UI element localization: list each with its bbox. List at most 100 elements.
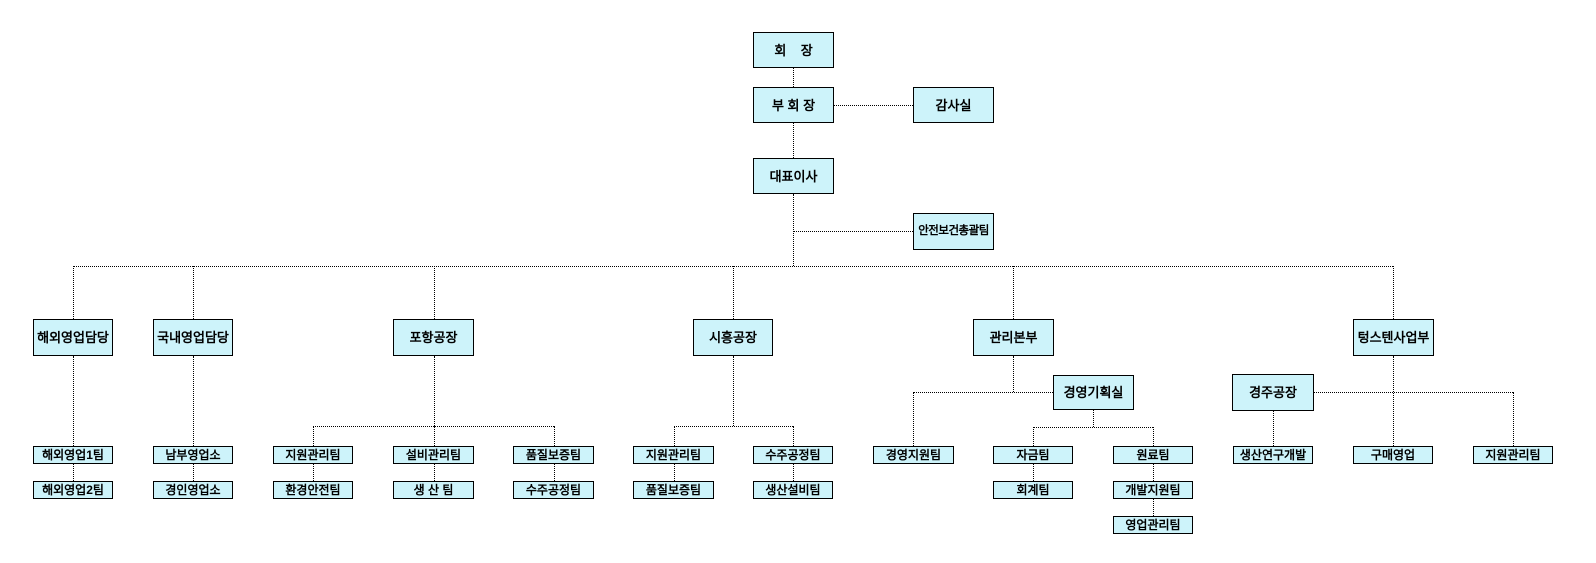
production-rnd-box: 생산연구개발	[1233, 446, 1313, 464]
connector-line-vertical	[1153, 464, 1154, 481]
tungsten-support-mgmt-team-box: 지원관리팀	[1473, 446, 1553, 464]
finance-team-label: 자금팀	[1016, 448, 1050, 462]
siheung-order-process-team-label: 수주공정팀	[765, 448, 821, 462]
facility-mgmt-team-label: 설비관리팀	[405, 448, 462, 462]
chairman-label: 회 장	[774, 42, 813, 58]
connector-line-horizontal	[313, 426, 554, 427]
pohang-quality-assurance-team-label: 품질보증팀	[525, 448, 582, 462]
connector-line-vertical	[913, 392, 914, 446]
production-rnd-label: 생산연구개발	[1239, 448, 1307, 462]
chairman-box: 회 장	[753, 32, 834, 68]
ceo-label: 대표이사	[769, 168, 818, 184]
purchasing-sales-label: 구매영업	[1370, 448, 1416, 462]
connector-line-vertical	[554, 464, 555, 481]
connector-line-vertical	[1013, 356, 1014, 392]
connector-line-vertical	[73, 464, 74, 481]
siheung-plant-label: 시흥공장	[709, 330, 757, 345]
siheung-support-mgmt-team-label: 지원관리팀	[645, 448, 702, 462]
connector-line-vertical	[73, 356, 74, 446]
facility-mgmt-team-box: 설비관리팀	[393, 446, 474, 464]
connector-line-vertical	[674, 426, 675, 446]
vice-chairman-label: 부 회 장	[771, 97, 816, 113]
audit-office-label: 감사실	[935, 97, 972, 113]
production-facility-team-box: 생산설비팀	[753, 481, 833, 499]
pohang-plant-box: 포항공장	[393, 319, 474, 356]
overseas-sales-team-2-label: 해외영업2팀	[42, 483, 104, 497]
connector-line-vertical	[733, 266, 734, 319]
connector-line-vertical	[1393, 266, 1394, 319]
southern-sales-office-label: 남부영업소	[165, 448, 221, 462]
connector-line-vertical	[1153, 499, 1154, 516]
overseas-sales-team-1-label: 해외영업1팀	[42, 448, 104, 462]
raw-material-team-label: 원료팀	[1136, 448, 1170, 462]
gyeongju-plant-box: 경주공장	[1232, 374, 1314, 411]
connector-line-vertical	[793, 426, 794, 446]
southern-sales-office-box: 남부영업소	[153, 446, 233, 464]
raw-material-team-box: 원료팀	[1113, 446, 1193, 464]
safety-health-general-team-box: 안전보건총괄팀	[913, 213, 994, 250]
siheung-plant-box: 시흥공장	[693, 319, 773, 356]
domestic-sales-division-box: 국내영업담당	[153, 319, 233, 356]
management-hq-label: 관리본부	[989, 330, 1038, 345]
pohang-support-mgmt-team-box: 지원관리팀	[273, 446, 353, 464]
management-planning-office-label: 경영기획실	[1063, 385, 1124, 400]
connector-line-vertical	[1033, 464, 1034, 481]
production-team-label: 생 산 팀	[413, 483, 454, 497]
ceo-box: 대표이사	[753, 158, 834, 194]
connector-line-vertical	[434, 426, 435, 446]
connector-line-vertical	[733, 356, 734, 426]
development-support-team-box: 개발지원팀	[1113, 481, 1193, 499]
siheung-support-mgmt-team-box: 지원관리팀	[633, 446, 714, 464]
connector-line-vertical	[793, 123, 794, 158]
vice-chairman-box: 부 회 장	[753, 87, 834, 123]
connector-line-vertical	[1013, 266, 1014, 319]
connector-line-horizontal	[674, 426, 793, 427]
purchasing-sales-box: 구매영업	[1353, 446, 1433, 464]
gyeongju-plant-label: 경주공장	[1249, 385, 1297, 400]
overseas-sales-division-label: 해외영업담당	[37, 330, 109, 345]
tungsten-division-label: 텅스텐사업부	[1357, 330, 1430, 345]
sales-mgmt-team-box: 영업관리팀	[1113, 516, 1193, 534]
connector-line-vertical	[554, 426, 555, 446]
overseas-sales-team-1-box: 해외영업1팀	[33, 446, 113, 464]
pohang-order-process-team-box: 수주공정팀	[513, 481, 594, 499]
production-team-box: 생 산 팀	[393, 481, 474, 499]
overseas-sales-team-2-box: 해외영업2팀	[33, 481, 113, 499]
siheung-quality-assurance-team-label: 품질보증팀	[645, 483, 702, 497]
management-support-team-box: 경영지원팀	[873, 446, 954, 464]
tungsten-division-box: 텅스텐사업부	[1353, 319, 1434, 356]
connector-line-horizontal	[913, 392, 1053, 393]
finance-team-box: 자금팀	[993, 446, 1073, 464]
connector-line-vertical	[1153, 427, 1154, 446]
connector-line-vertical	[313, 464, 314, 481]
pohang-order-process-team-label: 수주공정팀	[525, 483, 582, 497]
connector-line-horizontal	[1033, 427, 1153, 428]
connector-line-vertical	[793, 464, 794, 481]
management-planning-office-box: 경영기획실	[1053, 375, 1134, 410]
connector-line-horizontal	[1314, 392, 1513, 393]
management-support-team-label: 경영지원팀	[885, 448, 942, 462]
connector-line-vertical	[193, 356, 194, 446]
connector-line-vertical	[313, 426, 314, 446]
gyeongin-sales-office-label: 경인영업소	[165, 483, 221, 497]
environment-safety-team-label: 환경안전팀	[285, 483, 341, 497]
connector-line-vertical	[793, 68, 794, 87]
connector-line-vertical	[434, 356, 435, 426]
overseas-sales-division-box: 해외영업담당	[33, 319, 113, 356]
production-facility-team-label: 생산설비팀	[765, 483, 821, 497]
connector-line-vertical	[1393, 356, 1394, 446]
siheung-quality-assurance-team-box: 품질보증팀	[633, 481, 714, 499]
siheung-order-process-team-box: 수주공정팀	[753, 446, 833, 464]
audit-office-box: 감사실	[913, 87, 994, 123]
connector-line-vertical	[434, 266, 435, 319]
connector-line-horizontal	[793, 231, 913, 232]
connector-line-horizontal	[834, 105, 913, 106]
environment-safety-team-box: 환경안전팀	[273, 481, 353, 499]
connector-line-vertical	[193, 464, 194, 481]
gyeongin-sales-office-box: 경인영업소	[153, 481, 233, 499]
connector-line-vertical	[1033, 427, 1034, 446]
accounting-team-label: 회계팀	[1016, 483, 1050, 497]
management-hq-box: 관리본부	[973, 319, 1054, 356]
development-support-team-label: 개발지원팀	[1125, 483, 1181, 497]
